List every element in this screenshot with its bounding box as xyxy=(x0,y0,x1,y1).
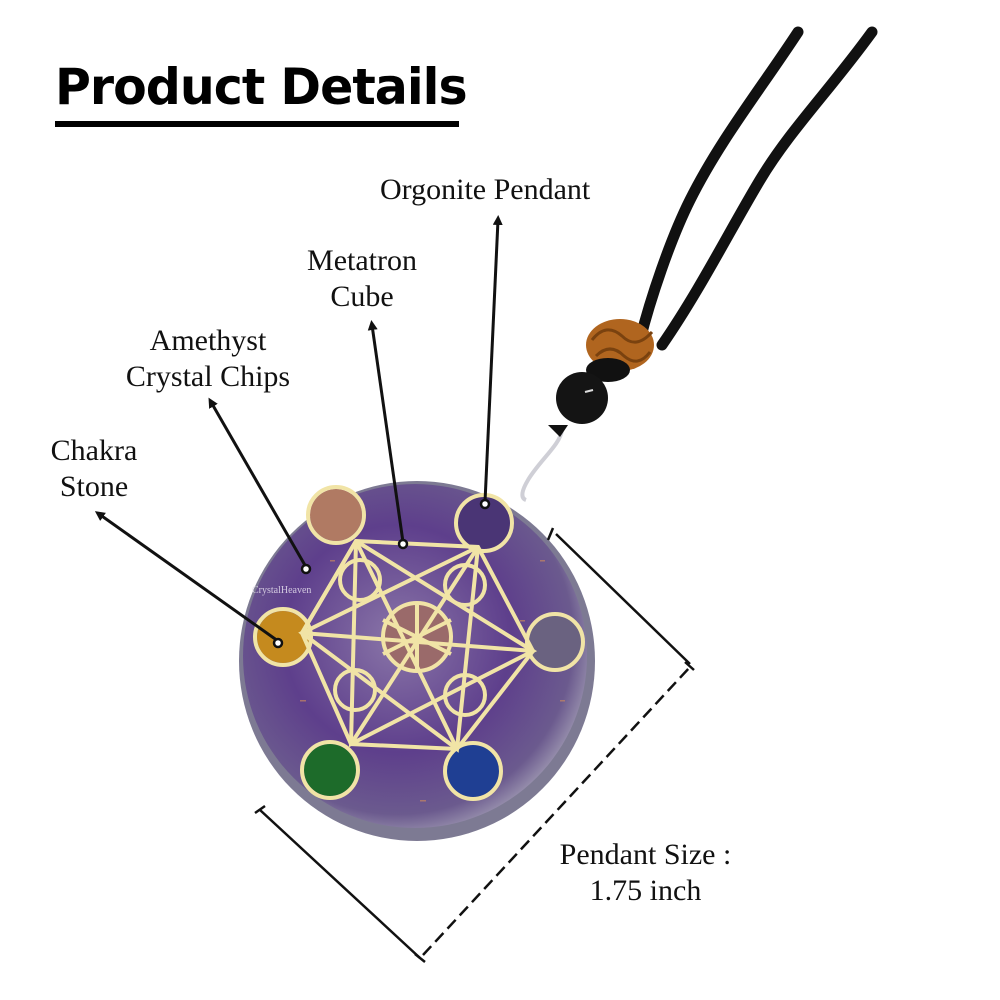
label-text: Chakra xyxy=(50,434,138,467)
arrow-chakra xyxy=(94,511,279,643)
callout-arrows xyxy=(94,215,503,643)
label-pendant-size: Pendant Size : 1.75 inch xyxy=(548,837,743,909)
label-text: Stone xyxy=(59,470,129,503)
watermark: CrystalHeaven xyxy=(252,585,312,596)
cord-knot xyxy=(586,319,654,382)
label-metatron-cube: Metatron Cube xyxy=(296,243,428,315)
label-text: 1.75 inch xyxy=(589,874,702,907)
page-title: Product Details xyxy=(55,58,468,116)
label-amethyst-chips: Amethyst Crystal Chips xyxy=(118,323,298,395)
label-text: Cube xyxy=(330,280,394,313)
arrow-metatron xyxy=(367,320,405,543)
arrow-amethyst xyxy=(208,397,308,568)
label-chakra-stone: Chakra Stone xyxy=(44,433,144,505)
label-text: Pendant Size : xyxy=(559,838,732,871)
black-bead xyxy=(556,372,608,424)
title-underline xyxy=(55,121,459,127)
necklace-cord xyxy=(634,26,878,351)
label-text: Crystal Chips xyxy=(125,360,291,393)
label-text: Metatron xyxy=(307,244,417,277)
label-orgonite-pendant: Orgonite Pendant xyxy=(380,172,590,208)
arrow-orgonite xyxy=(483,215,503,503)
metatron-cube xyxy=(253,485,585,801)
bail-ring xyxy=(520,429,564,502)
label-text: Orgonite Pendant xyxy=(380,173,591,206)
label-text: Amethyst xyxy=(149,324,267,357)
dimension-lines xyxy=(254,527,695,963)
